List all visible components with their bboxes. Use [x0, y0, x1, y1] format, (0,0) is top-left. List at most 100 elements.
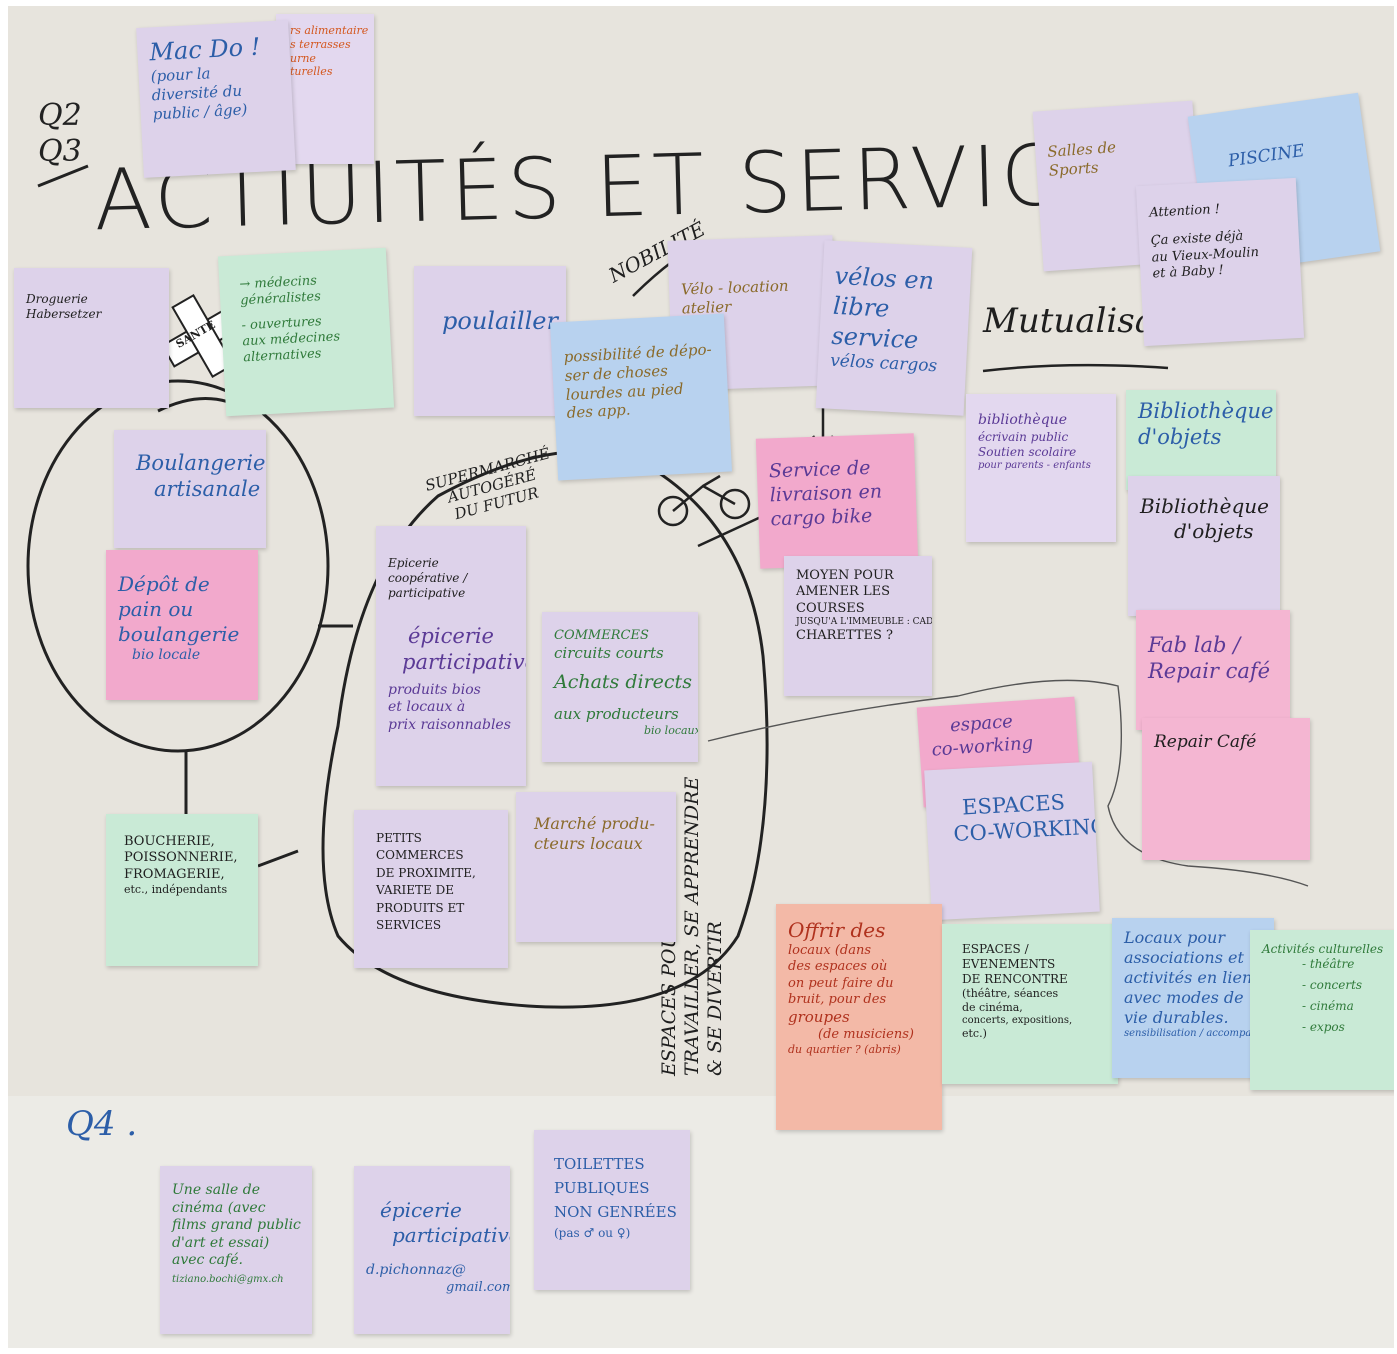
sticky-note-bibliotheque-objets-1: Bibliothèque d'objets — [1126, 390, 1276, 490]
note-line: TOILETTES — [554, 1155, 645, 1173]
note-line: Activités culturelles — [1262, 942, 1384, 956]
note-line: FROMAGERIE, — [124, 866, 225, 882]
sticky-note-marche: Marché produ- cteurs locaux — [516, 792, 676, 942]
note-line: du quartier ? (abris) — [788, 1043, 901, 1056]
note-line: cteurs locaux — [534, 834, 643, 853]
note-line: cinéma (avec — [172, 1199, 266, 1216]
sticky-note-livraison: Service de livraison en cargo bike — [755, 433, 919, 569]
note-line: des espaces où — [788, 959, 888, 975]
note-line: coopérative / — [388, 571, 468, 585]
note-line: COURSES — [796, 600, 865, 616]
sticky-note-toilettes: TOILETTES PUBLIQUES NON GENRÉES (pas ♂ o… — [534, 1130, 690, 1290]
note-line: de cinéma, — [962, 1000, 1023, 1014]
note-line: BOUCHERIE, — [124, 834, 215, 849]
note-line: SERVICES — [376, 917, 442, 932]
note-line: COMMERCES — [554, 628, 649, 643]
note-line: bruit, pour des — [788, 991, 887, 1007]
sticky-note-cinema: Une salle de cinéma (avec films grand pu… — [160, 1166, 312, 1334]
note-line: bio locaux — [644, 723, 698, 737]
note-line: rs alimentaire — [290, 24, 369, 37]
note-line: d'art et essai) — [172, 1234, 270, 1251]
note-line: on peut faire du — [788, 975, 894, 991]
note-line: participative — [388, 586, 466, 600]
note-line: poulailler — [442, 307, 558, 335]
note-line: Offrir des — [788, 918, 886, 942]
note-line: circuits courts — [554, 644, 664, 663]
note-line: PETITS — [376, 831, 422, 845]
note-line: DE PROXIMITE, — [376, 865, 476, 880]
note-line: vie durables. — [1124, 1008, 1229, 1027]
note-line: d'objets — [1138, 425, 1222, 450]
note-line: aux producteurs — [554, 704, 679, 723]
note-line: cargo bike — [770, 504, 873, 530]
note-line: Habersetzer — [26, 307, 102, 321]
note-line: bibliothèque — [978, 412, 1067, 428]
note-line: etc.) — [962, 1027, 987, 1040]
note-line: - expos — [1302, 1020, 1345, 1034]
note-line: MOYEN POUR — [796, 568, 894, 583]
note-line: Locaux pour — [1124, 928, 1225, 947]
note-line: tiziano.bochi@gmx.ch — [172, 1273, 284, 1285]
sticky-note-poulailler: poulailler — [414, 266, 566, 416]
sticky-note-depot-pain: Dépôt de pain ou boulangerie bio locale — [106, 550, 258, 700]
note-line: Repair café — [1148, 659, 1271, 684]
sticky-note-epicerie-coop: Epicerie coopérative / participative épi… — [376, 526, 526, 786]
note-line: AMENER LES — [796, 584, 891, 600]
sticky-note-boulangerie: Boulangerie artisanale — [114, 430, 266, 548]
note-line: Boulangerie — [136, 451, 266, 475]
note-line: urne — [290, 51, 316, 65]
note-line: Epicerie — [388, 556, 439, 570]
note-line: JUSQU'A L'IMMEUBLE : CADDIES — [796, 616, 932, 627]
sticky-note-bibliotheque: bibliothèque écrivain public Soutien sco… — [966, 394, 1116, 542]
note-line: groupes — [788, 1008, 850, 1026]
sticky-note-locaux-associations: Locaux pour associations et activités en… — [1112, 918, 1274, 1078]
sticky-note-moyen-courses: MOYEN POUR AMENER LES COURSES JUSQU'A L'… — [784, 556, 932, 696]
note-line: pour parents - enfants — [978, 459, 1091, 471]
note-line: participative — [392, 1223, 510, 1247]
note-line: prix raisonnables — [388, 716, 511, 733]
note-line: s terrasses — [290, 37, 351, 51]
note-line: etc., indépendants — [124, 882, 228, 896]
note-line: épicerie — [380, 1198, 462, 1222]
sticky-note-epicerie-bas: épicerie participative d.pichonnaz@ gmai… — [354, 1166, 510, 1334]
note-line: PISCINE — [1226, 140, 1306, 172]
sticky-note-droguerie: Droguerie Habersetzer — [14, 268, 169, 408]
note-line: artisanale — [154, 477, 261, 502]
sticky-note-velos-libre: vélos en libre service vélos cargos — [815, 240, 973, 416]
photo-board: ACTIUITÉS ET SERVICE Q2 Q3 Q4 . NOBILITÉ… — [8, 6, 1394, 1348]
note-line: Bibliothèque — [1140, 494, 1270, 518]
sticky-note-espaces-coworking: ESPACES CO-WORKING — [924, 761, 1100, 921]
sticky-note-petits-commerces: PETITS COMMERCES DE PROXIMITE, VARIETE D… — [354, 810, 508, 968]
note-line: d.pichonnaz@ — [366, 1262, 466, 1278]
note-line: DE RENCONTRE — [962, 972, 1068, 986]
sticky-note-evenements: ESPACES / EVENEMENTS DE RENCONTRE (théât… — [942, 924, 1118, 1084]
question-label-q3: Q3 — [38, 134, 82, 169]
note-line: (théâtre, séances — [962, 987, 1059, 1000]
note-line: PRODUITS ET — [376, 900, 465, 915]
note-line: Droguerie — [26, 292, 88, 306]
note-line: PUBLIQUES — [554, 1179, 650, 1197]
note-line: CO-WORKING — [952, 814, 1100, 847]
sticky-note-commerces: COMMERCES circuits courts Achats directs… — [542, 612, 698, 762]
note-line: Une salle de — [172, 1182, 261, 1198]
note-line: - concerts — [1302, 978, 1363, 992]
espaces-line-3: & SE DIVERTIR — [703, 921, 726, 1076]
note-line: avec modes de — [1124, 988, 1244, 1007]
note-line: boulangerie — [118, 622, 240, 646]
note-line: Repair Café — [1154, 732, 1257, 752]
note-line: ESPACES / — [962, 942, 1029, 956]
note-line: associations et — [1124, 948, 1244, 967]
note-line: EVENEMENTS — [962, 957, 1056, 971]
note-line: produits bios — [388, 681, 481, 698]
note-line: activités en lien — [1124, 968, 1253, 987]
note-line: - théâtre — [1302, 957, 1355, 971]
note-line: Dépôt de — [118, 572, 210, 596]
sticky-note-repair-cafe: Repair Café — [1142, 718, 1310, 860]
sticky-note-depot-choses: possibilité de dépo- ser de choses lourd… — [549, 313, 733, 481]
note-line: (pas ♂ ou ♀) — [554, 1226, 631, 1240]
sticky-note-macdo: Mac Do ! (pour la diversité du public / … — [136, 20, 296, 178]
question-label-q2: Q2 — [38, 98, 82, 133]
question-label-q4: Q4 . — [66, 1104, 138, 1144]
sticky-note-attention: Attention ! Ça existe déjà au Vieux-Moul… — [1135, 177, 1305, 347]
note-line: Fab lab / — [1148, 633, 1241, 657]
